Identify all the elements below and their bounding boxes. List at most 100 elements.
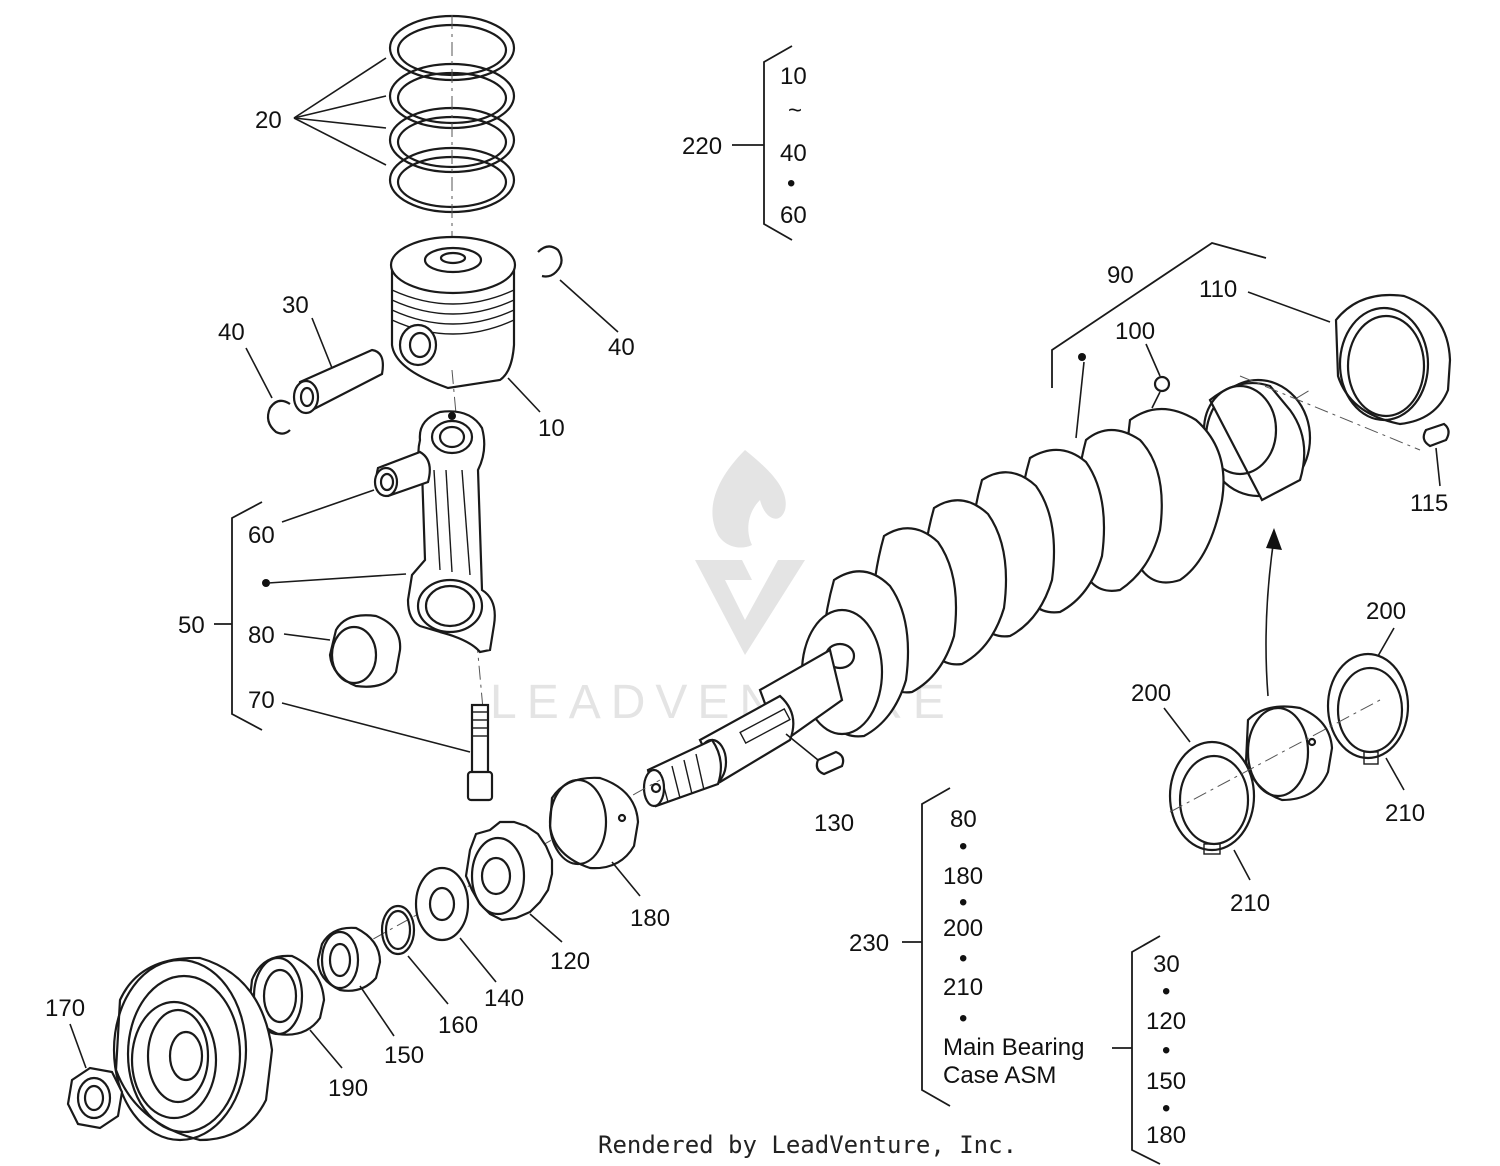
rear-main-bearing (1334, 294, 1452, 426)
callout-150: 150 (384, 1042, 424, 1069)
footer-credit: Rendered by LeadVenture, Inc. (598, 1131, 1017, 1159)
callout-120: 120 (550, 948, 590, 975)
v-logo-icon (695, 560, 805, 655)
b230-item-2: • (959, 833, 967, 860)
bmbc-item-2: • (1162, 978, 1170, 1005)
collar-140 (414, 866, 470, 942)
leader-40-left (245, 347, 273, 399)
callout-70: 70 (248, 687, 275, 714)
b230-item-5: 200 (943, 915, 983, 942)
front-main-bearing (548, 776, 640, 870)
bmbc-item-1: 30 (1153, 951, 1180, 978)
leader-20 (293, 57, 387, 166)
bmbc-item-3: 120 (1146, 1008, 1186, 1035)
b230-item-3: 180 (943, 863, 983, 890)
leader-210-left (1233, 849, 1251, 881)
callout-200-right: 200 (1366, 598, 1406, 625)
rod-bushing (373, 450, 431, 498)
leader-190 (309, 1029, 343, 1069)
spacer-150 (316, 926, 382, 992)
callout-190: 190 (328, 1075, 368, 1102)
b230-item-4: • (959, 889, 967, 916)
b220-item-3: 40 (780, 140, 807, 167)
leader-180 (611, 861, 641, 897)
b230-item-6: • (959, 945, 967, 972)
b230-item-1: 80 (950, 806, 977, 833)
leader-80 (283, 633, 331, 641)
callout-210-left: 210 (1230, 890, 1270, 917)
crank-gear (464, 820, 554, 922)
callout-20: 20 (255, 107, 282, 134)
connecting-rod (406, 410, 496, 654)
callout-10: 10 (538, 415, 565, 442)
bmbc-item-5: 150 (1146, 1068, 1186, 1095)
piston-pin (292, 348, 384, 415)
callout-90: 90 (1107, 262, 1134, 289)
leader-100 (1145, 343, 1161, 377)
callout-100: 100 (1115, 318, 1155, 345)
main-bearing-label-line1: Main Bearing (943, 1034, 1084, 1061)
leader-150 (359, 985, 395, 1037)
plug-100 (1153, 375, 1171, 393)
crank-nut-170 (66, 1066, 124, 1130)
callout-230: 230 (849, 930, 889, 957)
callout-130: 130 (814, 810, 854, 837)
crank-pulley (112, 956, 274, 1142)
main-bearing-case (1244, 705, 1334, 802)
leader-40-right (559, 279, 619, 333)
leader-160 (407, 955, 449, 1005)
leader-200-left (1163, 707, 1191, 743)
main-bearing-label-line2: Case ASM (943, 1062, 1056, 1089)
callout-40-left: 40 (218, 319, 245, 346)
piston-rings (388, 14, 516, 240)
thrust-washer-left (1168, 740, 1256, 855)
bmbc-item-4: • (1162, 1037, 1170, 1064)
callout-210-right: 210 (1385, 800, 1425, 827)
callout-170: 170 (45, 995, 85, 1022)
callout-110: 110 (1199, 276, 1237, 303)
bmbc-item-6: • (1162, 1095, 1170, 1122)
piston (389, 235, 517, 390)
callout-40-right: 40 (608, 334, 635, 361)
circlip-left (266, 399, 291, 435)
b220-item-2: ~ (788, 97, 802, 124)
key-130 (815, 750, 845, 776)
callout-140: 140 (484, 985, 524, 1012)
leader-30 (311, 317, 333, 369)
callout-200-left: 200 (1131, 680, 1171, 707)
bracket-main-bearing-case (1131, 935, 1161, 1165)
leader-140 (459, 937, 497, 983)
leader-115 (1435, 447, 1441, 487)
leader-110 (1247, 291, 1331, 323)
callout-50: 50 (178, 612, 205, 639)
b230-item-8: • (959, 1005, 967, 1032)
bracket-50 (231, 501, 263, 731)
leader-170 (69, 1023, 87, 1069)
thrust-washer-right (1326, 652, 1410, 765)
callout-220: 220 (682, 133, 722, 160)
leader-210-right (1385, 757, 1405, 791)
dowel-pin-115 (1422, 422, 1450, 448)
leader-rod (267, 573, 407, 584)
leader-120 (529, 913, 563, 943)
leader-60 (281, 489, 375, 523)
assembly-arrow (1265, 537, 1275, 697)
callout-180: 180 (630, 905, 670, 932)
leader-10 (507, 377, 541, 413)
callout-80: 80 (248, 622, 275, 649)
b220-item-4: • (787, 170, 795, 197)
bmbc-item-7: 180 (1146, 1122, 1186, 1149)
rod-bearing (328, 614, 402, 688)
leader-90 (1075, 361, 1085, 439)
b220-item-1: 10 (780, 63, 807, 90)
flame-icon (712, 450, 786, 548)
leader-200-right (1377, 627, 1395, 657)
callout-30: 30 (282, 292, 309, 319)
circlip-right (537, 245, 563, 278)
crankshaft (642, 378, 1312, 808)
oring-160 (380, 904, 416, 956)
callout-160: 160 (438, 1012, 478, 1039)
b220-item-5: 60 (780, 202, 807, 229)
rod-bolt (466, 703, 494, 802)
